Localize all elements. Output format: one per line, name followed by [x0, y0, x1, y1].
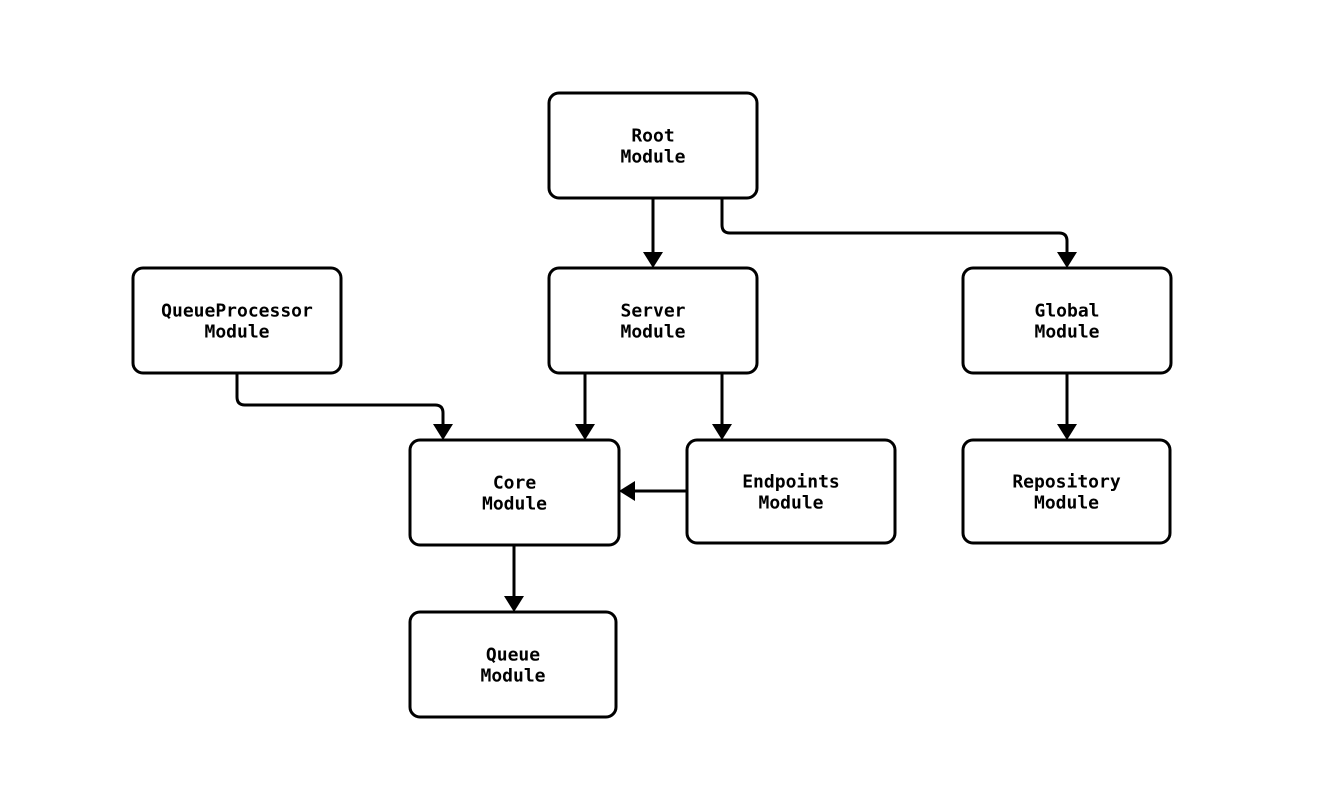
- node-label-core-line0: Core: [493, 473, 537, 494]
- edge-server-to-endpoints: [712, 373, 732, 440]
- node-box-server: [547, 266, 759, 375]
- edge-line-queueprocessor-to-core: [235, 373, 445, 424]
- node-label-core-line1: Module: [482, 494, 547, 515]
- arrowhead-icon: [504, 596, 524, 612]
- node-box-endpoints: [685, 438, 897, 545]
- arrowhead-icon: [1057, 424, 1077, 440]
- node-label-root-line0: Root: [631, 126, 674, 147]
- node-label-repository-line1: Module: [1034, 493, 1099, 514]
- node-label-server-line1: Module: [620, 322, 685, 343]
- edge-core-to-queue: [504, 545, 524, 612]
- node-label-endpoints-line1: Module: [758, 493, 823, 514]
- arrowhead-icon: [619, 481, 635, 501]
- node-label-repository-line0: Repository: [1012, 472, 1121, 493]
- arrowhead-icon: [643, 252, 663, 268]
- node-label-queueprocessor-line0: QueueProcessor: [161, 301, 313, 322]
- nodes-layer: RootModuleQueueProcessorModuleServerModu…: [131, 91, 1173, 719]
- arrowhead-icon: [433, 424, 453, 440]
- node-label-queue-line0: Queue: [486, 645, 540, 666]
- edge-endpoints-to-core: [619, 481, 687, 501]
- node-label-server-line0: Server: [620, 301, 685, 322]
- node-box-global: [961, 266, 1173, 375]
- node-box-root: [547, 91, 759, 200]
- edges-layer: [235, 198, 1077, 612]
- node-box-repository: [961, 438, 1172, 545]
- node-box-queue: [408, 610, 618, 719]
- node-label-endpoints-line0: Endpoints: [742, 472, 840, 493]
- node-label-global-line0: Global: [1034, 301, 1099, 322]
- node-label-global-line1: Module: [1034, 322, 1099, 343]
- node-label-queueprocessor-line1: Module: [204, 322, 269, 343]
- node-label-root-line1: Module: [620, 147, 685, 168]
- arrowhead-icon: [1057, 252, 1077, 268]
- arrowhead-icon: [712, 424, 732, 440]
- node-box-core: [408, 438, 621, 547]
- edge-global-to-repository: [1057, 373, 1077, 440]
- edge-root-to-global: [720, 198, 1077, 268]
- edge-root-to-server: [643, 198, 663, 268]
- arrowhead-icon: [575, 424, 595, 440]
- node-box-queueprocessor: [131, 266, 343, 375]
- edge-line-root-to-global: [720, 198, 1069, 252]
- node-label-queue-line1: Module: [480, 666, 545, 687]
- edge-queueprocessor-to-core: [235, 373, 453, 440]
- edge-server-to-core: [575, 373, 595, 440]
